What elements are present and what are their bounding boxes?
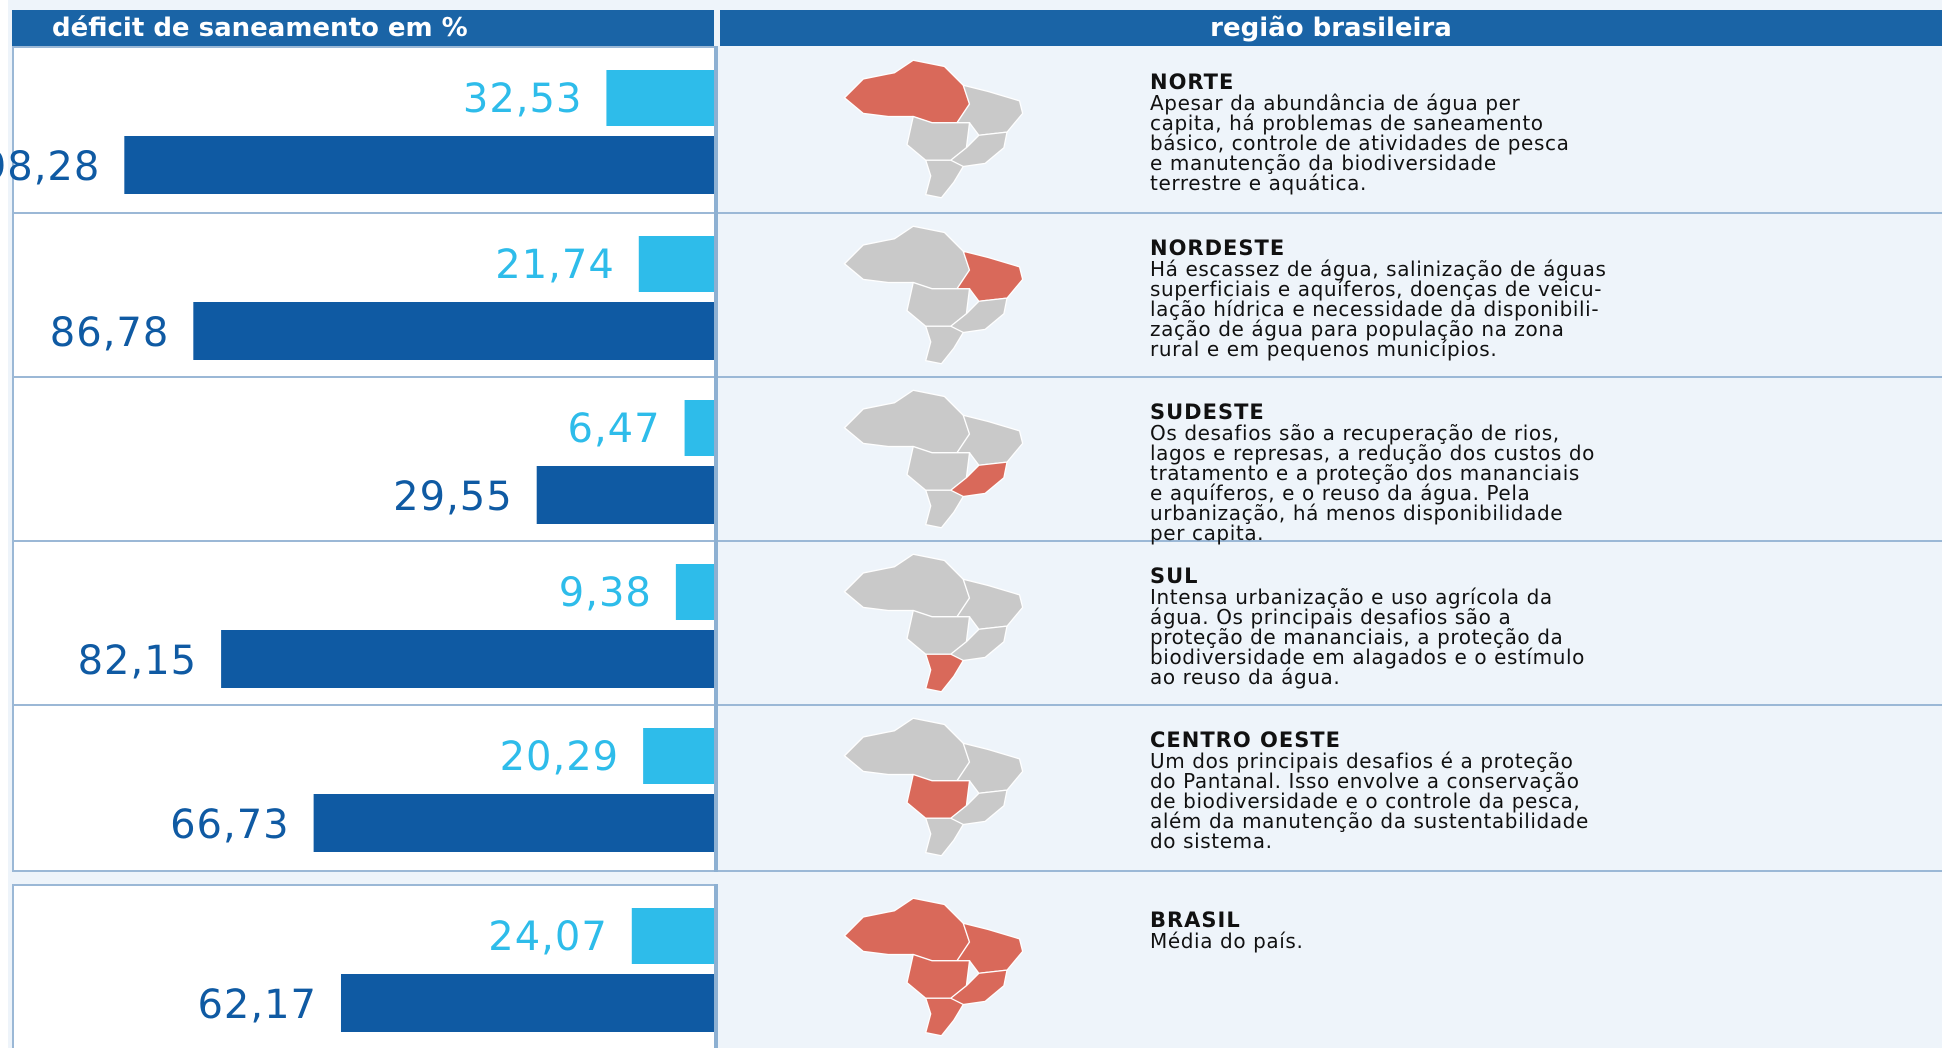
map-region-north [843, 553, 971, 618]
column-divider [714, 884, 718, 1048]
value-label-dark: 62,17 [197, 982, 317, 1028]
map-region-north [843, 225, 971, 290]
region-desc-line: capita, há problemas de saneamento [1150, 111, 1544, 135]
value-label-light: 20,29 [500, 734, 620, 780]
region-desc-line: tratamento e a proteção dos mananciais [1150, 461, 1580, 485]
row-separator [12, 540, 1942, 542]
region-desc-line: Apesar da abundância de água per [1150, 91, 1521, 115]
region-desc-line: e aquíferos, e o reuso da água. Pela [1150, 481, 1531, 505]
row-separator [12, 870, 1942, 872]
map-region-north [843, 717, 971, 782]
bar-dark-sudeste [536, 466, 714, 524]
value-label-dark: 29,55 [393, 474, 513, 520]
bar-light-sul [675, 564, 714, 620]
value-label-light: 24,07 [488, 914, 608, 960]
brazil-map-sudeste [843, 389, 1024, 529]
map-region-north [843, 389, 971, 454]
column-divider [714, 46, 718, 872]
bar-dark-nordeste [193, 302, 714, 360]
region-desc-line: proteção de mananciais, a proteção da [1150, 625, 1564, 649]
region-desc-line: Um dos principais desafios é a proteção [1150, 749, 1574, 773]
bar-light-sudeste [684, 400, 714, 456]
bar-light-brasil [631, 908, 714, 964]
brazil-map-norte [843, 59, 1024, 199]
region-desc-line: do Pantanal. Isso envolve a conservação [1150, 769, 1580, 793]
brazil-map-sul [843, 553, 1024, 693]
map-region-north [843, 59, 971, 124]
region-name: SUDESTE [1150, 400, 1265, 424]
bar-dark-brasil [340, 974, 714, 1032]
region-desc-line: lação hídrica e necessidade da disponibi… [1150, 297, 1600, 321]
region-desc-line: além da manutenção da sustentabilidade [1150, 809, 1589, 833]
bar-dark-norte [124, 136, 714, 194]
header-region: região brasileira [720, 10, 1942, 46]
row-separator [12, 704, 1942, 706]
region-desc-line: Os desafios são a recuperação de rios, [1150, 421, 1560, 445]
map-region-south [924, 325, 965, 365]
brazil-map-brasil [843, 897, 1024, 1037]
brazil-map-nordeste [843, 225, 1024, 365]
bar-dark-sul [221, 630, 714, 688]
region-desc-line: água. Os principais desafios são a [1150, 605, 1512, 629]
header-deficit: déficit de saneamento em % [12, 10, 714, 46]
region-desc-line: rural e em pequenos municípios. [1150, 337, 1498, 361]
region-desc-line: básico, controle de atividades de pesca [1150, 131, 1570, 155]
map-region-south [924, 489, 965, 529]
region-desc-line: superficiais e aquíferos, doenças de vei… [1150, 277, 1603, 301]
row-separator [12, 212, 1942, 214]
value-label-light: 6,47 [568, 406, 661, 452]
value-label-dark: 66,73 [170, 802, 290, 848]
region-desc-line: Média do país. [1150, 929, 1304, 953]
map-region-south [924, 653, 965, 693]
region-desc-line: ao reuso da água. [1150, 665, 1341, 689]
map-region-north [843, 897, 971, 962]
region-desc-line: per capita. [1150, 521, 1265, 545]
region-name: SUL [1150, 564, 1199, 588]
map-region-south [924, 159, 965, 199]
value-label-dark: 86,78 [50, 310, 170, 356]
map-region-south [924, 817, 965, 857]
region-desc-line: Há escassez de água, salinização de água… [1150, 257, 1607, 281]
region-desc-line: do sistema. [1150, 829, 1273, 853]
region-desc-line: urbanização, há menos disponibilidade [1150, 501, 1564, 525]
bar-light-norte [606, 70, 714, 126]
value-label-dark: 98,28 [0, 144, 100, 190]
region-desc-line: e manutenção da biodiversidade [1150, 151, 1497, 175]
row-separator [12, 376, 1942, 378]
region-desc-line: terrestre e aquática. [1150, 171, 1367, 195]
region-desc-line: Intensa urbanização e uso agrícola da [1150, 585, 1553, 609]
bar-light-nordeste [638, 236, 714, 292]
brazil-map-centro-oeste [843, 717, 1024, 857]
value-label-dark: 82,15 [78, 638, 198, 684]
value-label-light: 21,74 [495, 242, 615, 288]
value-label-light: 9,38 [559, 570, 652, 616]
region-desc-line: zação de água para população na zona [1150, 317, 1565, 341]
region-name: BRASIL [1150, 908, 1241, 932]
bar-dark-centro-oeste [313, 794, 714, 852]
map-region-south [924, 997, 965, 1037]
region-name: NORTE [1150, 70, 1235, 94]
bar-light-centro-oeste [643, 728, 714, 784]
region-desc-line: de biodiversidade e o controle da pesca, [1150, 789, 1581, 813]
region-name: NORDESTE [1150, 236, 1286, 260]
region-desc-line: lagos e represas, a redução dos custos d… [1150, 441, 1595, 465]
region-desc-line: biodiversidade em alagados e o estímulo [1150, 645, 1585, 669]
value-label-light: 32,53 [463, 76, 583, 122]
region-name: CENTRO OESTE [1150, 728, 1341, 752]
